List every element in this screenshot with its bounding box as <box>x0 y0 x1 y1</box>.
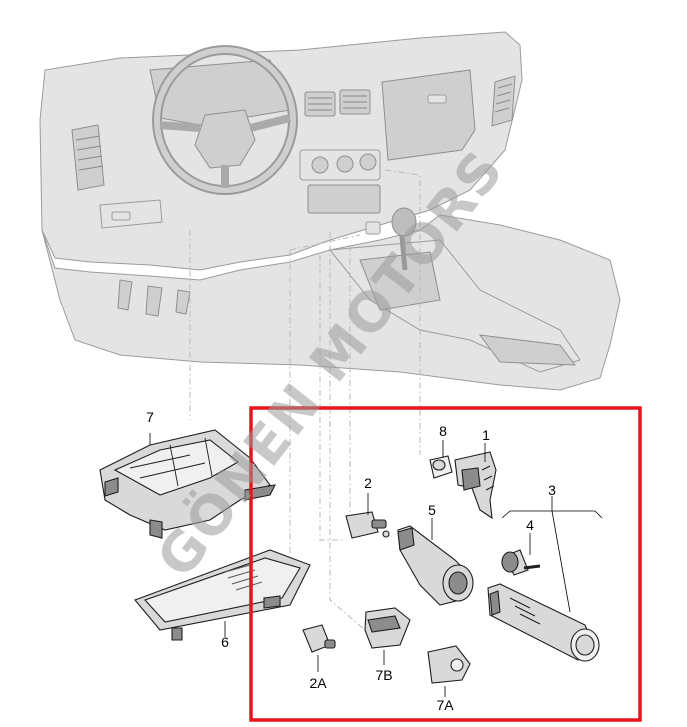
callout-6: 6 <box>221 634 229 650</box>
callout-2a: 2A <box>309 675 327 691</box>
callout-7b: 7B <box>375 667 392 683</box>
part-4-knob <box>501 549 541 576</box>
part-8-bulb <box>429 455 453 479</box>
part-5-socket-housing <box>397 525 474 606</box>
part-2a-socket <box>302 624 336 653</box>
callout-1: 1 <box>482 427 490 443</box>
callout-3: 3 <box>548 482 556 498</box>
highlight-frame <box>249 406 642 722</box>
callout-7a: 7A <box>436 697 454 713</box>
part-1-bulb-holder <box>454 451 497 520</box>
part-7a-retainer <box>427 645 471 684</box>
callout-2: 2 <box>364 475 372 491</box>
callout-4: 4 <box>526 517 534 533</box>
part-7b-clip <box>364 607 411 649</box>
callout-8: 8 <box>439 423 447 439</box>
part-3-lighter <box>487 583 600 662</box>
callout-labels: 1 8 2 5 3 4 7 6 2A 7B 7A <box>146 409 556 713</box>
leader-lines <box>149 433 603 697</box>
callout-7: 7 <box>146 409 154 425</box>
part-2-switch <box>345 511 390 539</box>
callout-5: 5 <box>428 502 436 518</box>
dashboard-illustration <box>39 31 621 391</box>
part-6-cover-tray <box>134 549 311 641</box>
part-7-bracket <box>99 429 276 539</box>
